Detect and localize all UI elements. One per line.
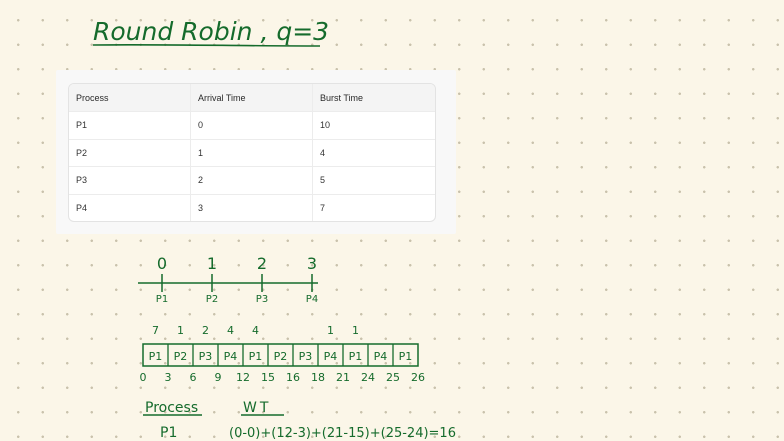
gantt-blocks: P1 P2 P3 P4 P1 P2 P3 P4 P1 P4 P1 (149, 344, 413, 366)
gantt-time-label: 15 (261, 371, 275, 384)
gantt-block-label: P2 (274, 350, 288, 363)
title-underline (92, 43, 321, 47)
cell-arrival: 0 (191, 112, 313, 139)
table-row: P4 3 7 (69, 193, 435, 221)
gantt-block-label: P3 (299, 350, 313, 363)
gantt-time-label: 0 (140, 371, 147, 384)
header-burst-time: Burst Time (320, 92, 364, 103)
gantt-time-label: 3 (165, 371, 172, 384)
gantt-block-label: P4 (224, 350, 238, 363)
cell-arrival: 2 (191, 167, 313, 194)
gantt-block-label: P1 (249, 350, 263, 363)
timeline-time-label: 2 (257, 254, 267, 273)
page-title: Round Robin , q=3 (93, 17, 329, 46)
wt-column-header: WT (243, 400, 271, 416)
gantt-remaining-label: 1 (352, 324, 359, 337)
cell-arrival: 3 (191, 194, 313, 221)
gantt-block-label: P2 (174, 350, 188, 363)
timeline-process-label: P3 (256, 294, 268, 305)
timeline-process-label: P2 (206, 294, 218, 305)
table-header-row: Process Arrival Time Burst Time (69, 84, 435, 111)
timeline-process-label: P4 (306, 294, 318, 305)
gantt-time-label: 16 (286, 371, 300, 384)
gantt-time-label: 12 (236, 371, 250, 384)
header-process: Process (69, 84, 191, 111)
table-row: P3 2 5 (69, 166, 435, 194)
gantt-remaining-label: 4 (227, 324, 234, 337)
gantt-time-label: 9 (215, 371, 222, 384)
cell-process: P1 (69, 112, 191, 139)
timeline-time-label: 0 (157, 254, 167, 273)
cell-process: P4 (69, 194, 191, 221)
wt-row-process: P1 (160, 425, 177, 441)
gantt-remaining-label: 4 (252, 324, 259, 337)
gantt-time-label: 24 (361, 371, 375, 384)
gantt-time-label: 6 (190, 371, 197, 384)
cell-arrival: 1 (191, 139, 313, 166)
timeline-ticks: 0P1 1P2 2P3 3P4 (156, 254, 318, 305)
timeline-process-label: P1 (156, 294, 168, 305)
cell-burst: 4 (320, 147, 326, 158)
process-column-header: Process (145, 400, 198, 416)
gantt-block-label: P1 (349, 350, 363, 363)
cell-process: P3 (69, 167, 191, 194)
table-row: P2 1 4 (69, 138, 435, 166)
table-row: P1 0 10 (69, 111, 435, 139)
timeline-time-label: 3 (307, 254, 317, 273)
gantt-time-row: 0 3 6 9 12 15 16 18 21 24 25 26 (140, 371, 426, 384)
gantt-block-label: P1 (399, 350, 413, 363)
cell-process: P2 (69, 139, 191, 166)
gantt-block-label: P3 (199, 350, 213, 363)
cell-burst: 5 (320, 175, 326, 186)
timeline-time-label: 1 (207, 254, 217, 273)
gantt-time-label: 25 (386, 371, 400, 384)
wt-row-formula: (0-0)+(12-3)+(21-15)+(25-24)=16 (229, 426, 456, 441)
process-table: Process Arrival Time Burst Time P1 0 10 … (68, 83, 436, 222)
header-arrival-time: Arrival Time (191, 84, 313, 111)
table-card: Process Arrival Time Burst Time P1 0 10 … (56, 70, 456, 234)
gantt-time-label: 21 (336, 371, 350, 384)
gantt-block-label: P4 (324, 350, 338, 363)
cell-burst: 10 (320, 120, 331, 131)
gantt-remaining-label: 2 (202, 324, 209, 337)
gantt-frame (142, 343, 419, 367)
gantt-block-label: P4 (374, 350, 388, 363)
gantt-block-label: P1 (149, 350, 163, 363)
gantt-time-label: 26 (411, 371, 425, 384)
gantt-remaining-row: 7 1 2 4 4 1 1 (152, 324, 359, 337)
gantt-remaining-label: 1 (177, 324, 184, 337)
cell-burst: 7 (320, 202, 326, 213)
gantt-time-label: 18 (311, 371, 325, 384)
gantt-remaining-label: 1 (327, 324, 334, 337)
gantt-remaining-label: 7 (152, 324, 159, 337)
